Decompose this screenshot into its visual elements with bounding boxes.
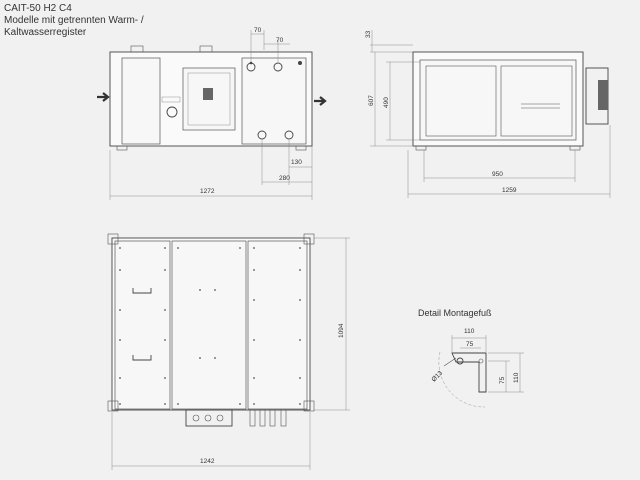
dim-1272: 1272: [200, 188, 215, 195]
dim-1259: 1259: [502, 187, 517, 194]
dim-33: 33: [365, 30, 372, 38]
motor-detail: [166, 106, 178, 118]
front-view: 70 70 130 280 1272: [97, 27, 327, 200]
side-panel-right: [500, 65, 573, 137]
detail-mounting-foot: Detail Montagefuß 110 75 75 110 Ø13: [418, 308, 524, 408]
side-view: 33 607 490 950 1259: [365, 30, 611, 198]
dim-1242: 1242: [200, 458, 215, 465]
dim-70-b: 70: [276, 37, 284, 44]
mounting-hole-1: [456, 357, 464, 365]
dim-detail-75-side: 75: [499, 376, 506, 384]
dim-detail-diameter: Ø13: [430, 370, 444, 384]
dim-detail-110-side: 110: [513, 372, 520, 383]
dim-950: 950: [492, 171, 503, 178]
model-description-line2: Kaltwasserregister: [4, 27, 87, 38]
drawing-title-block: CAIT-50 H2 C4 Modelle mit getrennten War…: [4, 3, 144, 39]
model-description-line1: Modelle mit getrennten Warm- /: [4, 15, 144, 26]
pipe-connection-2: [273, 62, 283, 72]
dim-607: 607: [368, 95, 375, 106]
connection-panel: [241, 57, 307, 145]
foot-bracket: [451, 352, 487, 393]
detail-title: Detail Montagefuß: [418, 308, 492, 318]
top-panel-left: [114, 240, 171, 410]
dim-490: 490: [383, 97, 390, 108]
control-switch: [203, 88, 213, 100]
dim-280: 280: [279, 175, 290, 182]
dim-detail-110-top: 110: [464, 328, 475, 335]
front-left-panel: [121, 57, 161, 145]
pipe-connection-3: [257, 130, 267, 140]
dim-detail-75-top: 75: [466, 341, 474, 348]
side-panel-left: [425, 65, 497, 137]
pipe-connection-4: [284, 130, 294, 140]
dim-130: 130: [291, 159, 302, 166]
dim-70-a: 70: [254, 27, 262, 34]
air-inlet-arrow-icon: [97, 92, 110, 102]
model-name: CAIT-50 H2 C4: [4, 3, 72, 14]
panel-bolts: [119, 247, 301, 405]
bottom-connection-box: [185, 409, 233, 427]
dim-1094: 1094: [338, 323, 345, 338]
top-view: 1094 1242: [107, 233, 350, 470]
top-panel-middle: [171, 240, 247, 410]
air-outlet-arrow-icon: [314, 96, 327, 106]
detail-outline-circle: [438, 351, 486, 408]
top-panel-right: [247, 240, 308, 410]
